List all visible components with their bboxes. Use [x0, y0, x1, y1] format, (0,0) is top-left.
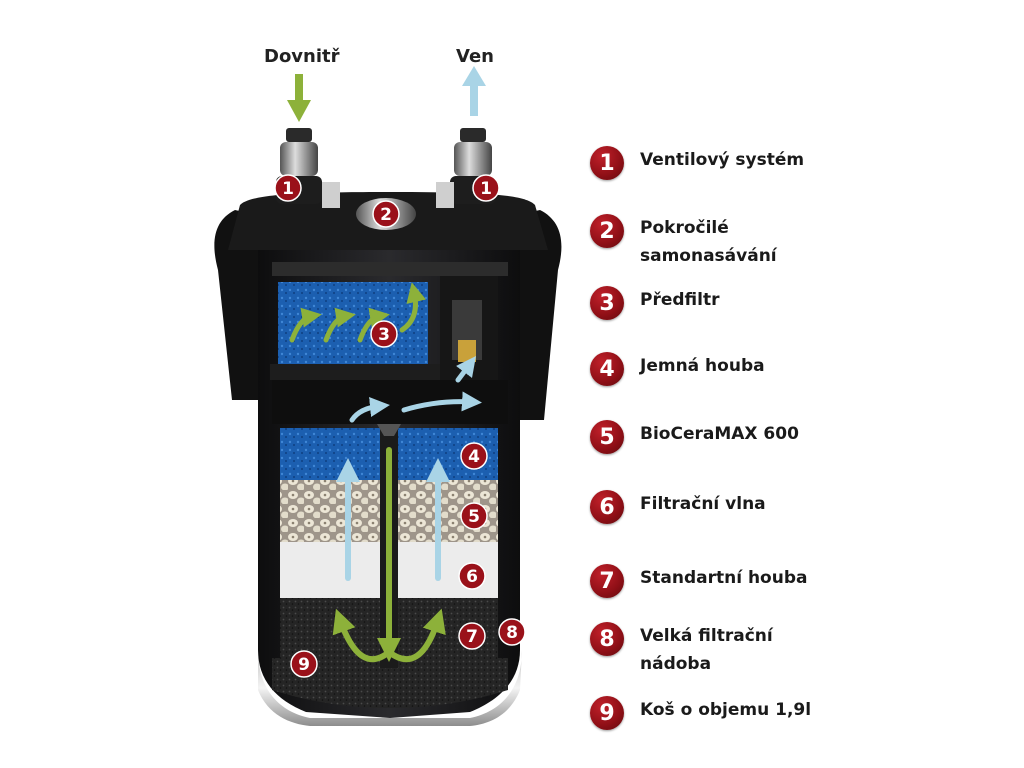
- legend-number-badge: 4: [590, 352, 624, 386]
- outflow-arrow: [462, 66, 486, 116]
- filter-illustration: 1 1 2 3 4 5 6 7 8 9: [214, 66, 562, 726]
- marker-standard-sponge: 7: [458, 622, 486, 650]
- legend-number-badge: 3: [590, 286, 624, 320]
- legend-number-badge: 5: [590, 420, 624, 454]
- marker-number: 9: [298, 655, 310, 675]
- biocera-left: [280, 480, 380, 542]
- marker-canister: 8: [498, 618, 526, 646]
- marker-number: 2: [380, 205, 392, 225]
- marker-number: 6: [466, 567, 478, 587]
- latch-left: [322, 182, 340, 208]
- legend-item-1: 1 Ventilový systém: [590, 146, 970, 180]
- internal-flow: [289, 282, 482, 663]
- inflow-label: Dovnitř: [264, 46, 340, 67]
- legend-text: BioCeraMAX 600: [640, 424, 799, 444]
- marker-number: 4: [468, 447, 480, 467]
- legend-item-3: 3 Předfiltr: [590, 286, 970, 320]
- marker-wool: 6: [458, 562, 486, 590]
- legend-number-badge: 2: [590, 214, 624, 248]
- canister-base: [258, 650, 522, 726]
- legend-text: Filtrační vlna: [640, 494, 766, 514]
- legend-item-2: 2 Pokročilé samonasávání: [590, 214, 790, 270]
- outflow-label: Ven: [456, 46, 494, 67]
- marker-number: 3: [378, 325, 390, 345]
- marker-valve-left: 1: [274, 174, 302, 202]
- left-handle: [214, 210, 258, 400]
- marker-number: 8: [506, 623, 518, 643]
- legend-text: Koš o objemu 1,9l: [640, 700, 812, 720]
- basket: [272, 658, 508, 708]
- legend-number-badge: 7: [590, 564, 624, 598]
- right-handle: [518, 210, 562, 420]
- marker-prefilter: 3: [370, 320, 398, 348]
- legend-text: Pokročilé samonasávání: [640, 218, 777, 266]
- marker-number: 5: [468, 507, 480, 527]
- legend-item-8: 8 Velká filtrační nádoba: [590, 622, 790, 678]
- marker-biocera: 5: [460, 502, 488, 530]
- marker-number: 1: [282, 179, 294, 199]
- legend-text: Jemná houba: [640, 356, 765, 376]
- legend-number-badge: 8: [590, 622, 624, 656]
- legend-text: Předfiltr: [640, 290, 720, 310]
- legend-number-badge: 1: [590, 146, 624, 180]
- marker-number: 1: [480, 179, 492, 199]
- legend-number-badge: 9: [590, 696, 624, 730]
- legend-item-5: 5 BioCeraMAX 600: [590, 420, 970, 454]
- marker-priming: 2: [372, 200, 400, 228]
- inflow-arrow: [287, 74, 311, 122]
- legend-text: Ventilový systém: [640, 150, 805, 170]
- legend-item-4: 4 Jemná houba: [590, 352, 970, 386]
- legend-item-7: 7 Standartní houba: [590, 564, 970, 598]
- marker-valve-right: 1: [472, 174, 500, 202]
- marker-basket: 9: [290, 650, 318, 678]
- legend-number-badge: 6: [590, 490, 624, 524]
- legend-text: Velká filtrační nádoba: [640, 626, 773, 674]
- latch-right: [436, 182, 454, 208]
- standard-sponge-left: [280, 598, 380, 658]
- legend-item-6: 6 Filtrační vlna: [590, 490, 970, 524]
- marker-fine-sponge: 4: [460, 442, 488, 470]
- legend-text: Standartní houba: [640, 568, 808, 588]
- legend: 1 Ventilový systém 2 Pokročilé samonasávání…: [590, 0, 1010, 768]
- wool-left: [280, 542, 380, 598]
- marker-number: 7: [466, 627, 478, 647]
- fine-sponge-left: [280, 428, 380, 480]
- legend-item-9: 9 Koš o objemu 1,9l: [590, 696, 970, 730]
